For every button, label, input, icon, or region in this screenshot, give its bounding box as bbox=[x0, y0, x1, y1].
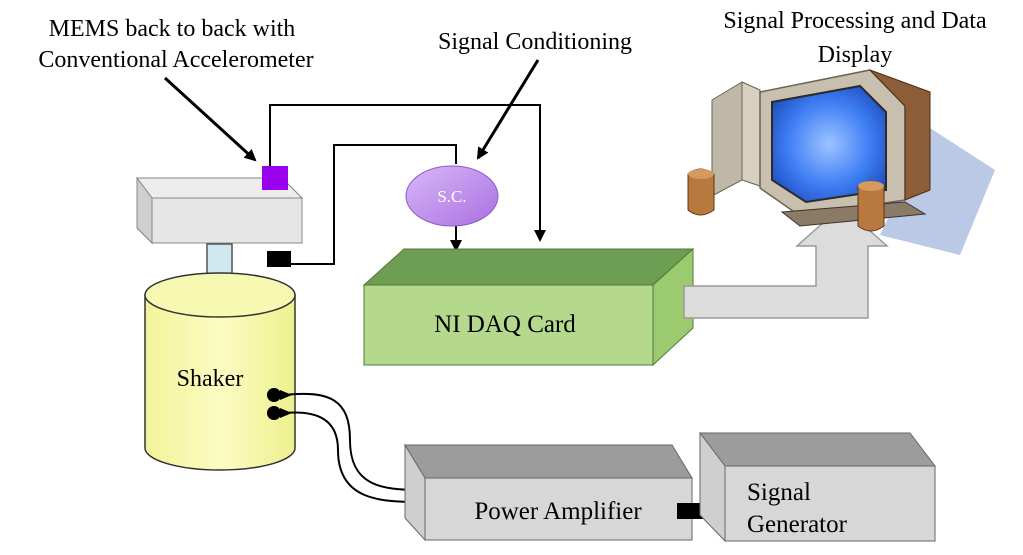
daq-card: NI DAQ Card bbox=[362, 247, 695, 367]
mems-pointer-arrow bbox=[163, 76, 257, 162]
signal-conditioner: S.C. bbox=[405, 165, 499, 227]
mems-label: MEMS back to back with Conventional Acce… bbox=[38, 16, 313, 73]
mems-label-line1: MEMS back to back with bbox=[49, 16, 296, 42]
sc-label: S.C. bbox=[437, 187, 466, 206]
processing-label-line2: Display bbox=[818, 42, 893, 68]
signal-conditioning-label: Signal Conditioning bbox=[438, 29, 632, 55]
mems-label-line2: Conventional Accelerometer bbox=[38, 47, 313, 73]
computer-icon bbox=[687, 69, 995, 255]
power-amplifier: Power Amplifier bbox=[404, 443, 693, 542]
shaker-terminal-1 bbox=[267, 388, 281, 402]
shaker: Shaker bbox=[144, 272, 296, 471]
shaker-drive-cable bbox=[283, 392, 421, 503]
shaker-head bbox=[136, 176, 304, 245]
conventional-accelerometer bbox=[267, 251, 291, 267]
power-amplifier-label: Power Amplifier bbox=[474, 498, 642, 525]
processing-label-line1: Signal Processing and Data bbox=[723, 8, 987, 34]
mems-sensor bbox=[262, 166, 288, 190]
shaker-terminal-2 bbox=[267, 406, 281, 420]
cable-arrow-1 bbox=[280, 390, 292, 400]
signal-generator-label-line1: Signal bbox=[747, 479, 811, 506]
cable-arrow-2 bbox=[280, 408, 292, 418]
signal-generator-label-line2: Generator bbox=[747, 511, 848, 538]
processing-label: Signal Processing and Data Display bbox=[723, 8, 987, 68]
sc-pointer-arrow bbox=[476, 59, 540, 160]
shaker-label: Shaker bbox=[177, 366, 244, 392]
signal-generator: Signal Generator bbox=[698, 431, 937, 543]
sensor-wiring bbox=[269, 104, 546, 265]
daq-label: NI DAQ Card bbox=[434, 311, 576, 338]
data-flow-arrow bbox=[683, 204, 889, 319]
